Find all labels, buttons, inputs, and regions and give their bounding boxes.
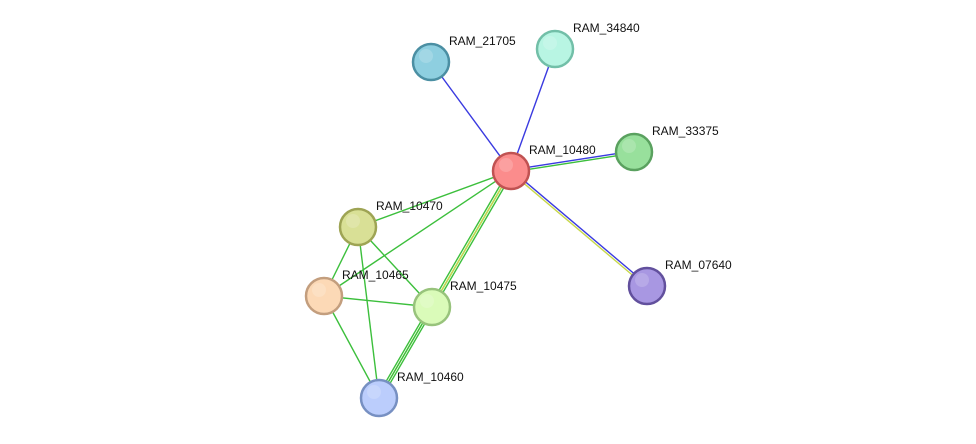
node-RAM_10465[interactable]: RAM_10465 [304,268,409,316]
edge-RAM_10480-RAM_10470 [357,170,512,228]
edge-line [510,48,556,172]
node-label: RAM_10480 [529,143,596,157]
edge-line [357,170,512,228]
node-RAM_21705[interactable]: RAM_21705 [411,34,516,82]
edge-line [380,171,514,400]
node-RAM_10470[interactable]: RAM_10470 [338,199,443,247]
node-circle[interactable] [412,287,452,327]
node-RAM_34840[interactable]: RAM_34840 [535,21,640,69]
edge-line [430,61,512,172]
node-label: RAM_10465 [342,268,409,282]
node-label: RAM_10470 [376,199,443,213]
node-highlight [635,273,649,287]
node-highlight [312,283,326,297]
node-RAM_10480[interactable]: RAM_10480 [491,143,596,191]
edge-line [510,150,634,171]
node-circle[interactable] [359,378,399,418]
node-circle[interactable] [535,29,575,69]
node-label: RAM_34840 [573,21,640,35]
node-circle[interactable] [614,132,654,172]
node-circle[interactable] [304,276,344,316]
nodes-layer: RAM_10480 RAM_21705 RAM_34840RAM_33375RAM_… [304,21,732,418]
node-circle[interactable] [338,207,378,247]
edge-line [376,169,510,398]
edge-line [511,152,635,173]
node-highlight [543,36,557,50]
edge-RAM_10480-RAM_10465 [323,170,512,297]
edge-line [323,295,380,399]
node-RAM_10475[interactable]: RAM_10475 [412,279,517,327]
edge-RAM_10480-RAM_34840 [510,48,556,172]
edge-RAM_10470-RAM_10460 [357,226,380,399]
node-RAM_07640[interactable]: RAM_07640 [627,258,732,306]
node-highlight [367,385,381,399]
node-label: RAM_21705 [449,34,516,48]
node-highlight [419,49,433,63]
node-label: RAM_10460 [397,370,464,384]
edge-line [323,170,512,297]
edge-RAM_10480-RAM_07640 [509,169,649,288]
node-circle[interactable] [411,42,451,82]
node-circle[interactable] [491,151,531,191]
node-highlight [420,294,434,308]
node-circle[interactable] [627,266,667,306]
node-label: RAM_33375 [652,124,719,138]
edge-line [509,171,647,288]
edge-RAM_10465-RAM_10460 [323,295,380,399]
node-RAM_10460[interactable]: RAM_10460 [359,370,464,418]
edge-RAM_10480-RAM_21705 [430,61,512,172]
node-highlight [346,214,360,228]
edge-RAM_10480-RAM_33375 [510,150,635,173]
node-label: RAM_10475 [450,279,517,293]
edge-line [511,169,649,286]
node-highlight [499,158,513,172]
node-RAM_33375[interactable]: RAM_33375 [614,124,719,172]
node-label: RAM_07640 [665,258,732,272]
edge-line [357,226,380,399]
node-highlight [622,139,636,153]
